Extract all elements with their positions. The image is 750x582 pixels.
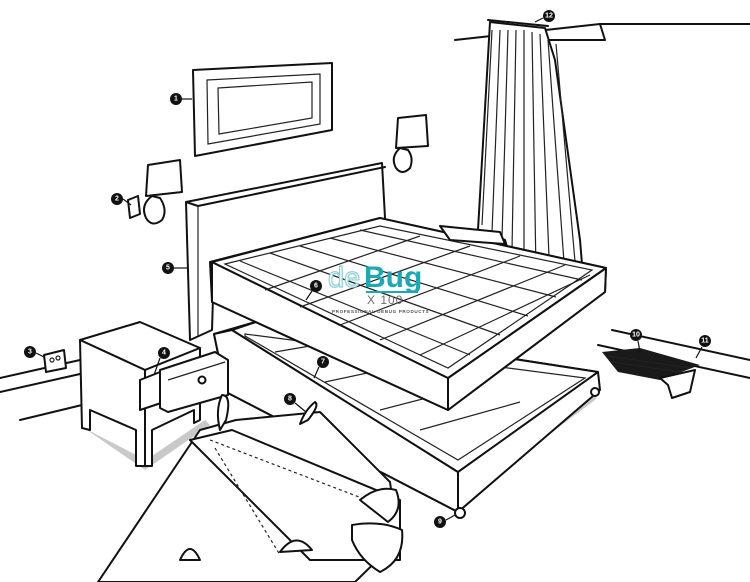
wall-socket — [43, 349, 67, 373]
marker-9: 9 — [434, 514, 456, 528]
wall-picture-frame — [192, 62, 333, 157]
marker-7-label: 7 — [321, 359, 325, 366]
marker-4: 4 — [153, 347, 170, 376]
marker-8-label: 8 — [288, 396, 292, 403]
marker-6-label: 6 — [314, 283, 318, 290]
marker-1: 1 — [170, 93, 192, 105]
marker-5: 5 — [162, 262, 187, 274]
carpet-edge — [602, 348, 700, 399]
mattress-quilt-lines — [239, 229, 591, 356]
marker-2: 2 — [111, 193, 132, 206]
marker-9-label: 9 — [438, 519, 442, 526]
marker-5-label: 5 — [166, 265, 170, 272]
marker-3-label: 3 — [28, 349, 32, 356]
marker-10: 10 — [630, 329, 642, 353]
wall-lamp-right — [392, 114, 429, 173]
marker-8: 8 — [284, 393, 307, 413]
marker-11: 11 — [695, 335, 711, 359]
marker-7: 7 — [313, 356, 329, 379]
numbered-markers: 1 2 3 4 5 6 7 — [24, 10, 711, 528]
brand-underline — [366, 291, 418, 293]
mattress — [209, 217, 607, 411]
curtain — [477, 19, 586, 301]
marker-6: 6 — [305, 280, 322, 301]
marker-3: 3 — [24, 346, 45, 358]
marker-1-label: 1 — [174, 96, 178, 103]
marker-4-label: 4 — [162, 350, 166, 357]
marker-12: 12 — [534, 10, 555, 23]
marker-12-label: 12 — [545, 13, 553, 20]
nightstand — [79, 321, 229, 470]
brand-name: Bug — [364, 261, 422, 294]
pillow — [439, 225, 506, 245]
brand-prefix: de — [328, 262, 360, 294]
marker-2-label: 2 — [115, 196, 119, 203]
brand-multiplier: X 100 — [367, 293, 403, 307]
marker-11-label: 11 — [701, 338, 709, 345]
wall-lamp-left — [127, 159, 183, 225]
marker-10-label: 10 — [632, 332, 640, 339]
debug-logo: de Bug X 100 PROFESSIONAL DEBUG PRODUCTS — [327, 261, 429, 314]
armchair — [97, 394, 404, 582]
brand-tagline: PROFESSIONAL DEBUG PRODUCTS — [332, 309, 429, 314]
